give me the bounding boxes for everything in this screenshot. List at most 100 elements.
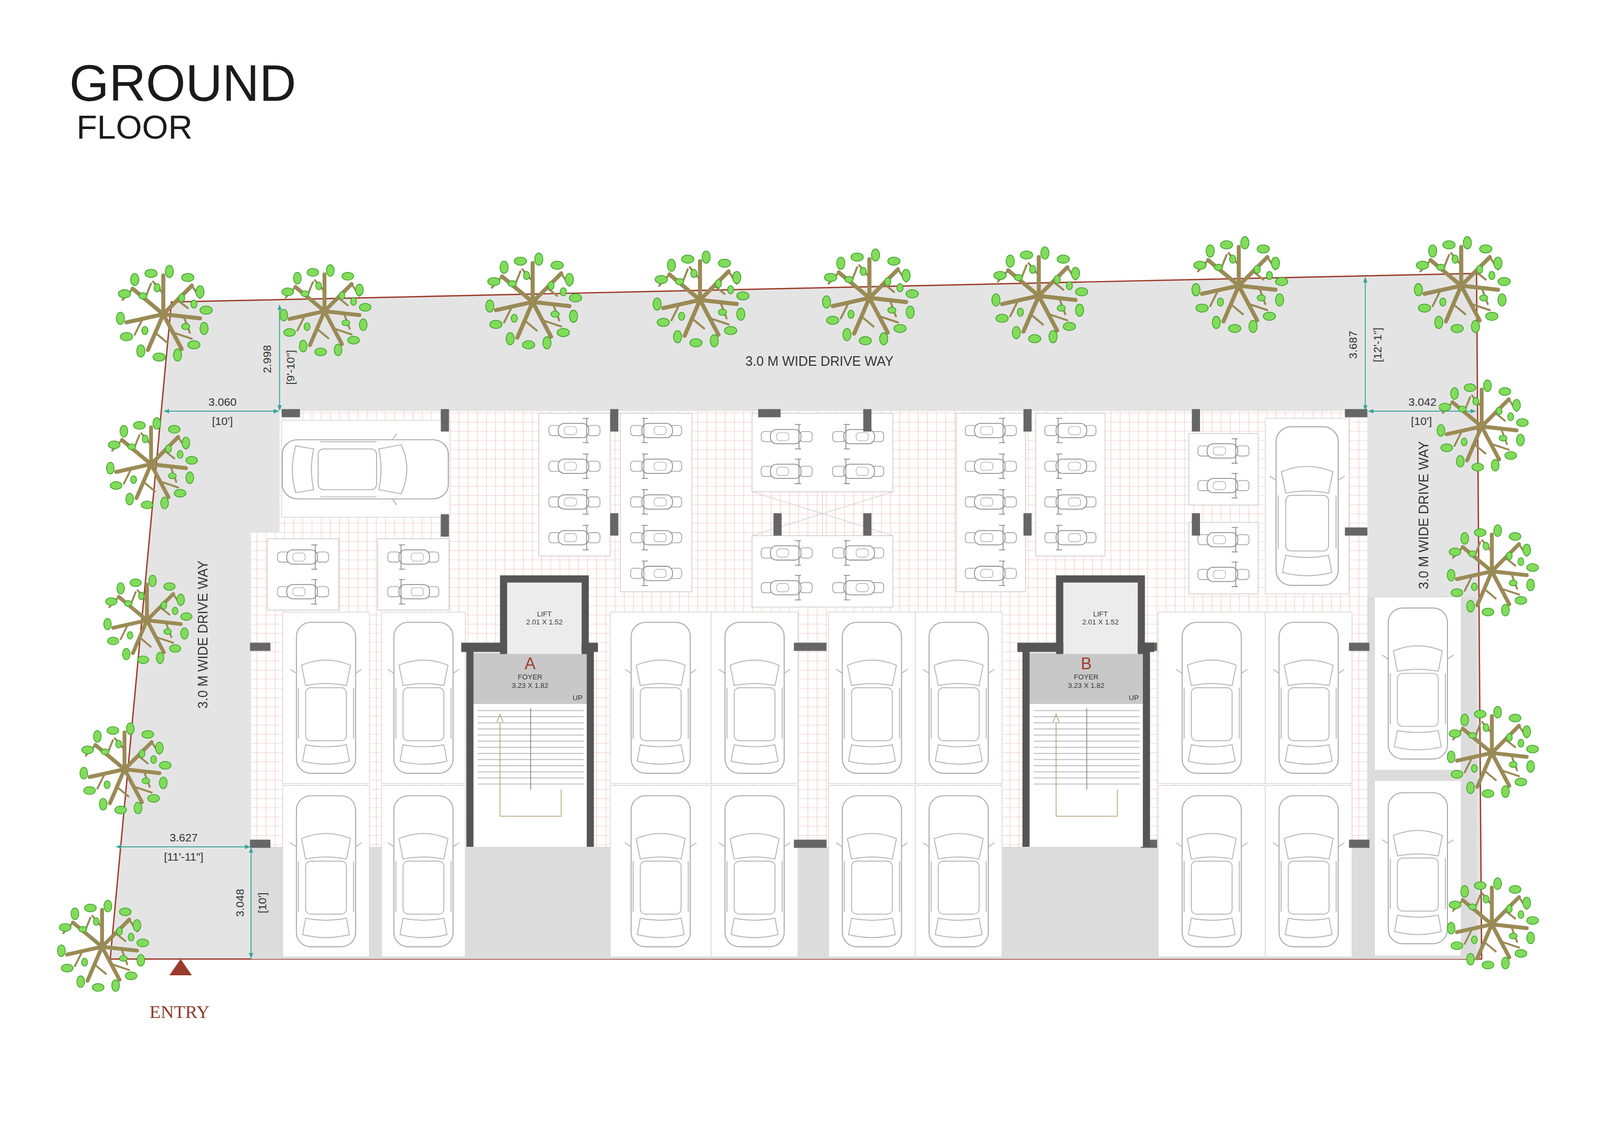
column — [281, 409, 300, 418]
column — [863, 409, 872, 432]
bike-bay — [1035, 413, 1106, 557]
bike-bay — [752, 413, 893, 492]
stall — [915, 785, 1003, 957]
car — [1273, 795, 1345, 947]
lift-box: LIFT2.01 X 1.52 — [507, 582, 582, 654]
car — [625, 795, 697, 947]
car — [387, 795, 460, 947]
foyer-floor — [471, 652, 587, 704]
stall — [1265, 418, 1349, 594]
stair-well — [471, 704, 590, 847]
car — [1176, 622, 1248, 774]
stall — [610, 785, 711, 957]
car — [1382, 608, 1454, 759]
car — [718, 622, 791, 774]
dimension-value: [10'] — [256, 890, 269, 916]
core-a — [461, 575, 598, 847]
bike-bay — [956, 413, 1026, 592]
dimension-line — [164, 410, 279, 412]
stall — [828, 785, 916, 957]
stall — [282, 785, 370, 957]
tree — [104, 575, 192, 664]
bike — [548, 525, 600, 550]
wall — [1017, 642, 1064, 652]
bike — [548, 418, 600, 443]
tree — [80, 722, 172, 814]
bike — [1197, 473, 1250, 499]
column — [794, 840, 827, 848]
stall — [1374, 596, 1462, 771]
car — [1176, 795, 1248, 947]
stall — [828, 612, 916, 784]
tree — [992, 246, 1088, 343]
stall — [282, 612, 370, 784]
core-letter: B — [1080, 654, 1092, 674]
bike-bay — [267, 538, 339, 611]
stair-divider — [1086, 708, 1088, 790]
tree — [280, 264, 372, 356]
lift-text: LIFT — [1093, 610, 1109, 619]
bike — [965, 453, 1017, 479]
dimension-value: 3.687 — [1346, 329, 1360, 362]
dimension-value: [12'-1"] — [1371, 325, 1384, 365]
wall — [1022, 649, 1030, 847]
tree — [1414, 236, 1511, 333]
car — [387, 622, 460, 774]
stair-divider — [530, 708, 532, 790]
bike — [965, 525, 1017, 550]
column — [1192, 513, 1200, 536]
dimension-value: 3.048 — [233, 886, 247, 919]
column — [250, 642, 271, 651]
stall — [381, 785, 466, 957]
stall — [281, 420, 451, 518]
stall — [915, 612, 1003, 784]
dimension-lines — [116, 277, 1476, 958]
core-letter: A — [524, 654, 536, 674]
lift-text: 2.01 X 1.52 — [1082, 618, 1119, 627]
tree — [1447, 706, 1539, 798]
dimension-value: [9'-10"] — [284, 347, 298, 387]
column — [863, 513, 872, 536]
car — [282, 433, 448, 506]
bike — [387, 579, 439, 605]
stair-steps — [1033, 708, 1140, 790]
bike — [761, 540, 813, 566]
bike — [630, 418, 682, 443]
columns — [250, 409, 1370, 848]
entry-label: ENTRY — [149, 1001, 210, 1023]
column — [758, 409, 781, 418]
tree — [652, 251, 749, 348]
column — [1023, 513, 1032, 536]
stall — [1265, 612, 1352, 784]
foyer-box: AFOYER3.23 X 1.82UP — [473, 652, 587, 704]
car — [923, 622, 995, 774]
tiled-floor — [251, 411, 1368, 847]
core-b — [1017, 575, 1155, 847]
bike — [761, 459, 813, 484]
lift-car — [1063, 582, 1139, 654]
dimension-value: [10'] — [1409, 414, 1435, 428]
bike — [761, 575, 813, 600]
bike-bay — [377, 538, 450, 611]
lift-text: LIFT — [537, 610, 552, 619]
lift-wall — [500, 575, 589, 654]
dimension-value: 3.042 — [1406, 395, 1439, 409]
bike — [832, 575, 884, 600]
bike — [548, 489, 600, 515]
dimension-line — [116, 846, 251, 848]
foyer-text: UP — [572, 693, 583, 702]
stair-arrow — [497, 714, 503, 723]
stall — [381, 612, 466, 784]
dimension-value: 2.998 — [260, 342, 274, 375]
bike — [630, 525, 682, 550]
entry-marker — [169, 958, 192, 976]
bike — [965, 418, 1017, 443]
bike-bay — [752, 535, 893, 607]
dimension-value: 3.060 — [206, 395, 239, 409]
car — [836, 622, 908, 774]
bike — [548, 453, 600, 479]
foyer-text: FOYER — [1074, 673, 1099, 682]
dimension-value: [11'-11"] — [162, 850, 206, 864]
stall — [1265, 785, 1352, 957]
